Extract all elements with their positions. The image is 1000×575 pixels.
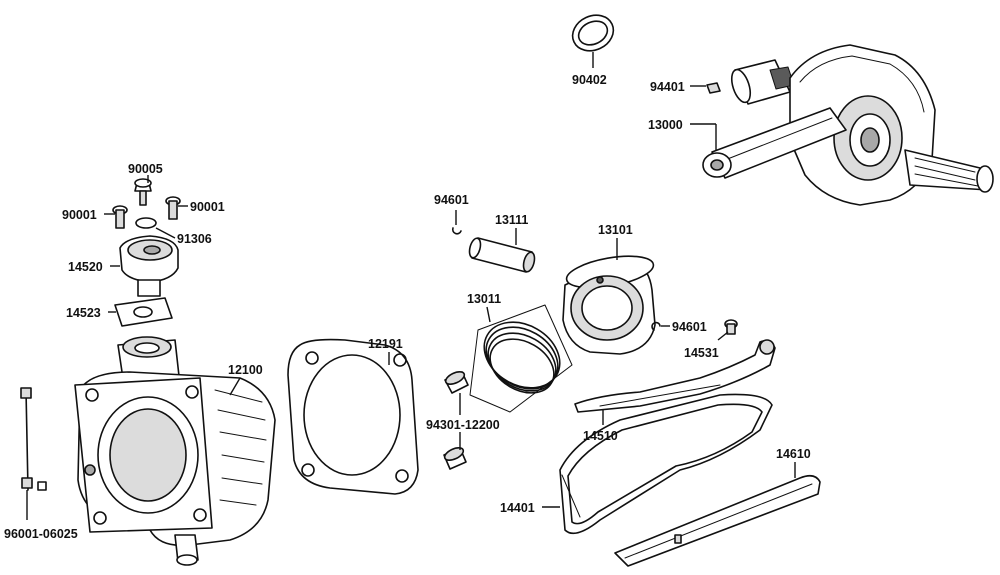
clip-94601-top	[451, 227, 462, 235]
chain-guide-14610	[614, 474, 821, 567]
label-13011: 13011	[467, 292, 501, 306]
clip-94601-right	[651, 321, 661, 331]
crankshaft-13000	[702, 44, 994, 206]
label-12100: 12100	[228, 363, 263, 377]
gasket-12191	[287, 338, 419, 495]
label-94401: 94401	[650, 80, 685, 94]
bolt-14531	[724, 319, 738, 335]
label-90001-left: 90001	[62, 208, 97, 222]
label-90005: 90005	[128, 162, 163, 176]
tensioner-14520	[119, 235, 179, 297]
piston-rings-13011	[469, 304, 573, 413]
leader-13011	[486, 306, 491, 323]
label-94601-top: 94601	[434, 193, 469, 207]
label-14531: 14531	[684, 346, 719, 360]
label-94601-right: 94601	[672, 320, 707, 334]
oring-91306	[135, 217, 157, 229]
tensioner-guide-14510	[574, 339, 776, 413]
gasket-14523	[114, 297, 173, 327]
stud-96001-06025	[20, 387, 47, 491]
label-13111: 13111	[495, 213, 528, 227]
key-94401	[706, 82, 721, 94]
label-14523: 14523	[66, 306, 101, 320]
leader-14531	[717, 331, 729, 341]
timing-chain-14401	[559, 393, 773, 535]
piston-pin-13111	[468, 237, 536, 273]
piston-13101	[562, 255, 656, 355]
bolt-90001-left	[112, 205, 128, 229]
label-13000: 13000	[648, 118, 683, 132]
label-96001-06025: 96001-06025	[4, 527, 78, 541]
label-13101: 13101	[598, 223, 633, 237]
leader-12100	[229, 377, 241, 396]
dowel-94301-12200-upper	[444, 371, 469, 394]
label-14510: 14510	[583, 429, 618, 443]
label-14610: 14610	[776, 447, 811, 461]
leader-91306	[155, 227, 176, 239]
bolt-90005	[134, 178, 152, 206]
cylinder-12100	[74, 336, 276, 566]
dowel-94301-12200-lower	[443, 447, 467, 470]
label-14520: 14520	[68, 260, 103, 274]
washer-90402	[571, 14, 615, 52]
label-90402: 90402	[572, 73, 607, 87]
label-12191: 12191	[368, 337, 403, 351]
label-14401: 14401	[500, 501, 535, 515]
label-90001-right: 90001	[190, 200, 225, 214]
label-94301-12200: 94301-12200	[426, 418, 500, 432]
bolt-90001-right	[165, 196, 181, 220]
label-91306: 91306	[177, 232, 212, 246]
